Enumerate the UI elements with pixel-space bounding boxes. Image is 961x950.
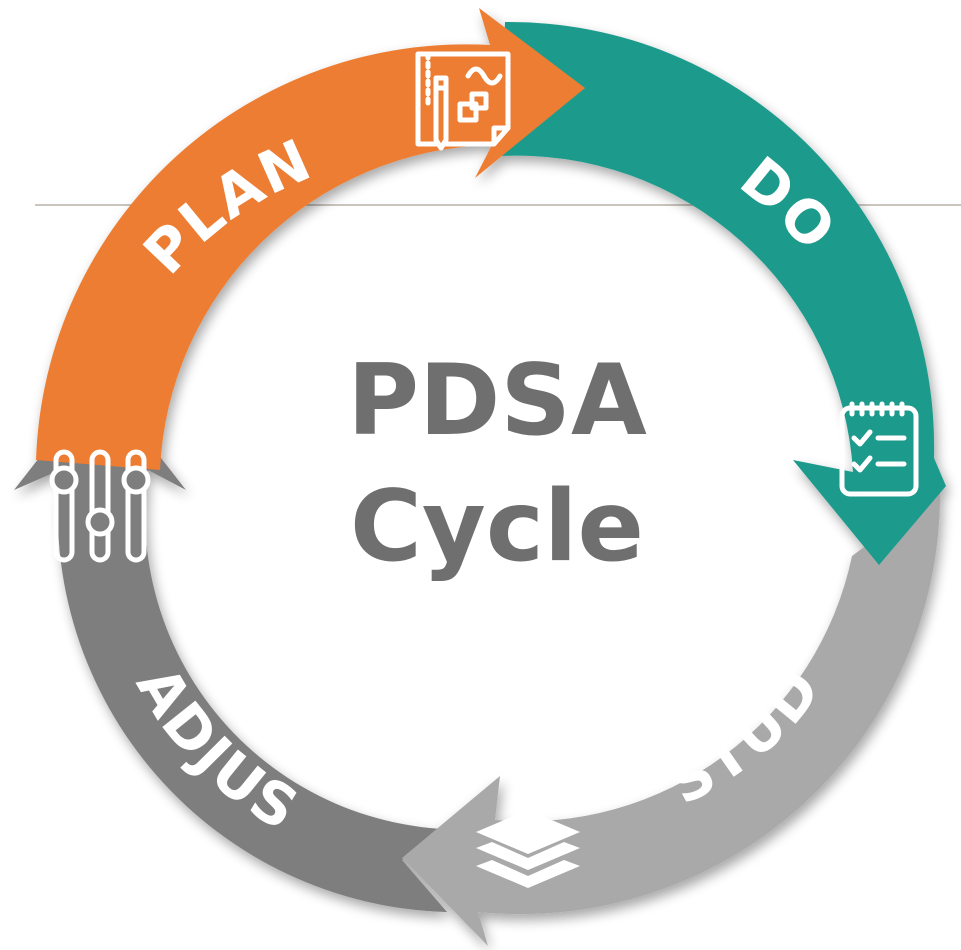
- adjust-segment: [14, 380, 492, 912]
- sliders-adjust-icon: [49, 449, 151, 563]
- diagram-title-line1: PDSA: [347, 344, 647, 458]
- stacked-layers-icon: [476, 810, 580, 888]
- diagram-title-line2: Cycle: [350, 470, 644, 584]
- do-segment: [500, 21, 946, 566]
- blueprint-drawing-icon: [415, 51, 511, 151]
- checklist-notepad-icon: [839, 401, 919, 497]
